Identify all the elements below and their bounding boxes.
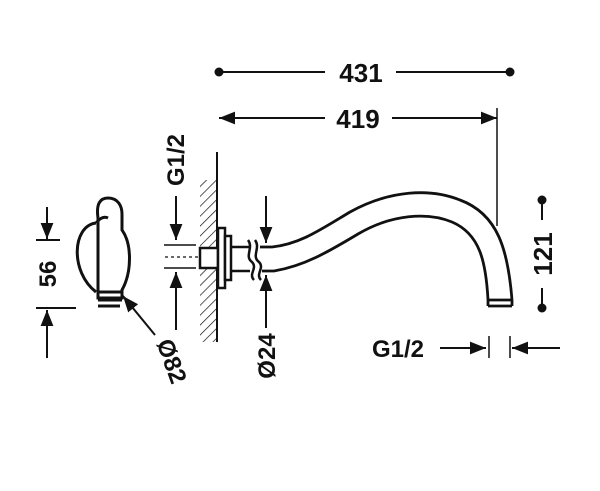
- dimension-121: 121: [528, 195, 558, 313]
- dim-24-label: Ø24: [254, 333, 281, 379]
- dim-419-label: 419: [336, 104, 379, 134]
- dim-431-label: 431: [339, 58, 382, 88]
- dimension-diameter-82: Ø82: [122, 295, 192, 387]
- shower-arm: [198, 191, 514, 308]
- dim-56-label: 56: [35, 261, 62, 288]
- dimension-431: 431: [214, 58, 515, 88]
- dim-outlet-thread-label: G1/2: [372, 336, 424, 363]
- dimension-419: 419: [219, 104, 498, 226]
- dimension-diameter-24: Ø24: [254, 196, 281, 379]
- dimension-outlet-thread: G1/2: [372, 336, 560, 363]
- flange-side-view: [75, 196, 131, 308]
- dim-wall-thread-label: G1/2: [163, 134, 190, 186]
- dimension-wall-thread: G1/2: [163, 134, 205, 330]
- dimension-56: 56: [35, 207, 76, 358]
- dim-82-label: Ø82: [151, 335, 192, 387]
- dim-121-label: 121: [528, 232, 558, 275]
